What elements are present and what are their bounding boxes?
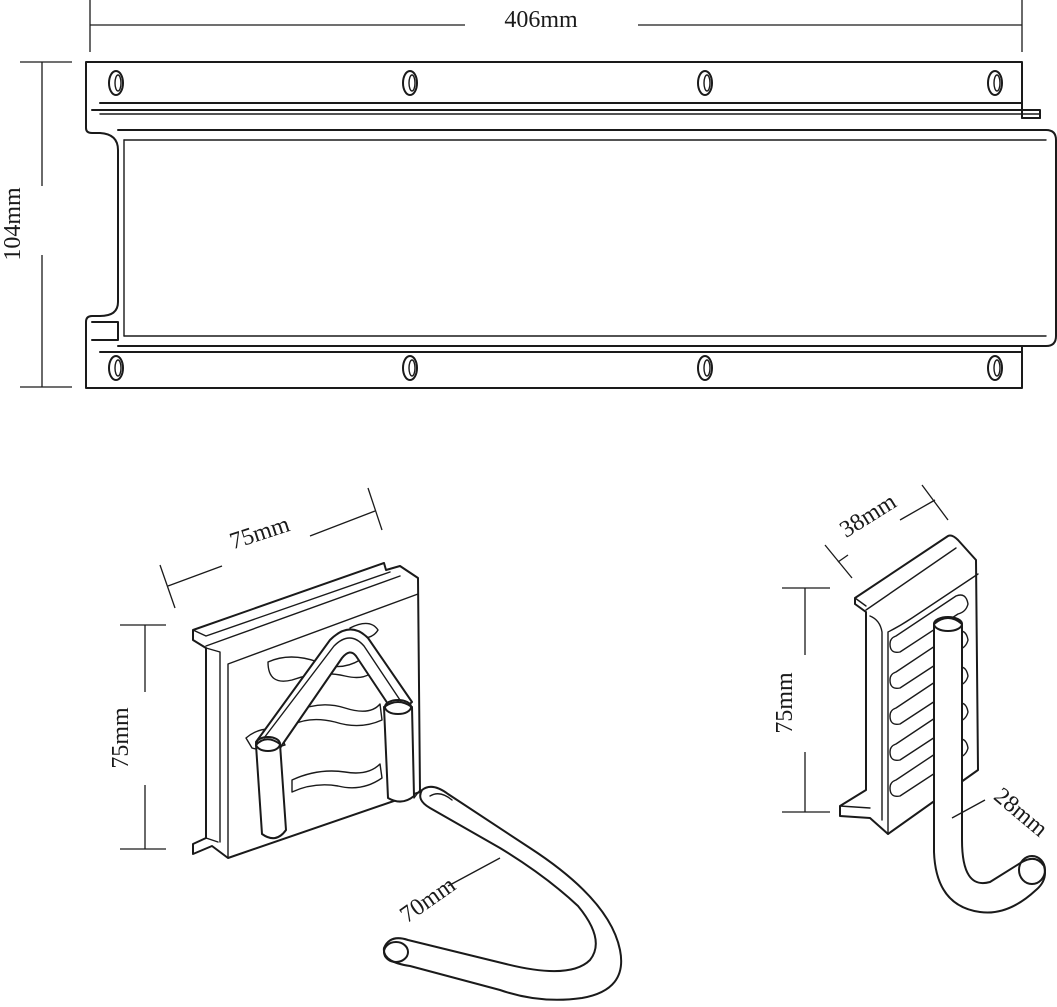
mounting-hole-icon [108,355,124,381]
u-hook-reach-dimension: 70mm [395,857,501,929]
rail-height-dimension: 104mm [0,61,72,388]
rail-channel [99,132,119,317]
mounting-hole-icon [987,70,1003,96]
rail-height-label: 104mm [0,187,26,261]
u-hook-height-dimension: 75mm [108,624,166,850]
mounting-hole-icon [697,355,713,381]
rail-mounting-holes [108,70,1003,381]
u-hook-left-sleeve [255,738,287,840]
mounting-hole-icon [697,70,713,96]
mounting-hole-icon [108,70,124,96]
u-hook-right-sleeve [383,701,415,803]
j-hook-height-dimension: 75mm [772,587,830,813]
wall-rail: 406mm 104mm [0,0,1057,389]
j-hook-height-label: 75mm [772,672,798,734]
j-hook-arm [933,617,1046,914]
rail-top-flange [85,61,1023,119]
j-hook-width-label: 38mm [835,489,901,544]
mounting-hole-icon [402,70,418,96]
u-hook-reach-label: 70mm [395,872,460,929]
rail-width-dimension: 406mm [89,0,1023,52]
u-hook-height-label: 75mm [108,707,134,769]
rail-width-label: 406mm [504,7,578,33]
mounting-hole-icon [402,355,418,381]
j-hook-reach-dimension: 28mm [951,783,1053,843]
j-hook: 38mm 75mm 28mm [772,484,1053,914]
j-hook-reach-label: 28mm [989,783,1053,843]
u-hook-width-label: 75mm [227,511,294,555]
mounting-hole-icon [987,355,1003,381]
u-hook: 75mm 75mm [108,487,623,1001]
